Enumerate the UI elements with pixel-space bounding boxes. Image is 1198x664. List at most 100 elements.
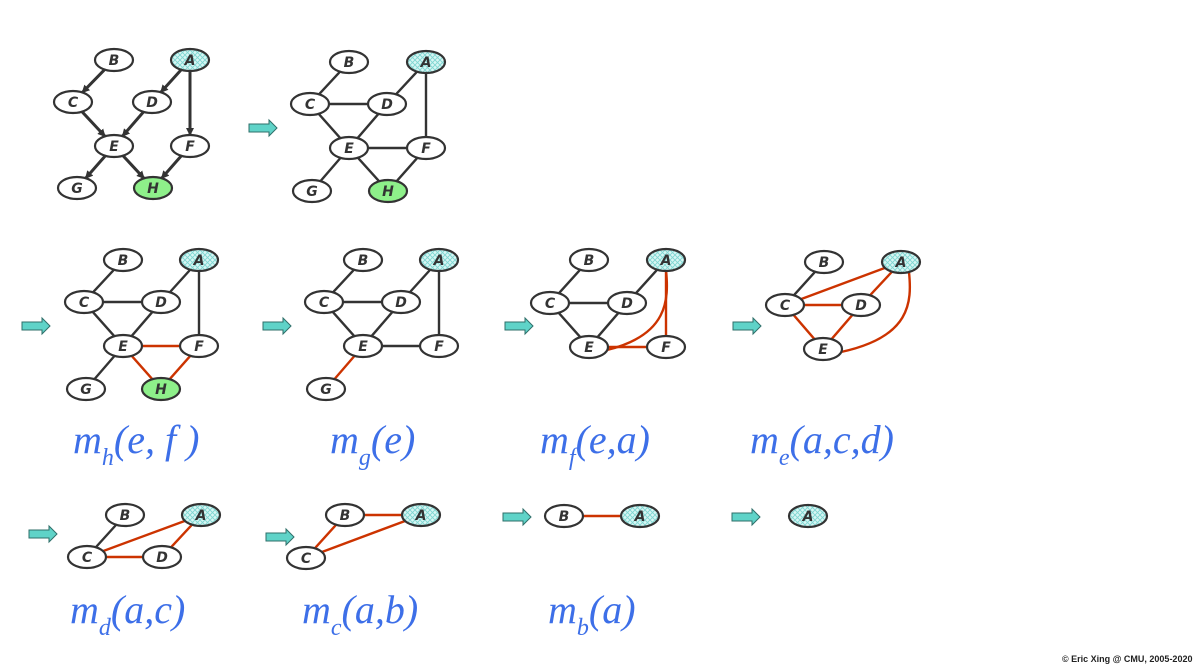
formula-m: m (548, 587, 577, 632)
formula-m: m (540, 417, 569, 462)
step-arrow-icon (265, 527, 295, 547)
formula-subscript: f (568, 445, 576, 471)
node-B: B (568, 247, 610, 273)
edge-D-A (869, 270, 893, 297)
formula-args: (e) (370, 417, 416, 462)
node-A: A (180, 502, 222, 528)
node-F: F (178, 333, 220, 359)
step-arrow-icon (248, 118, 278, 138)
node-ellipse (102, 333, 144, 359)
node-E: E (102, 333, 144, 359)
node-C: C (529, 290, 571, 316)
node-label: D (146, 95, 158, 111)
node-ellipse (305, 376, 347, 402)
step-arrow-icon (731, 507, 761, 527)
node-label: F (434, 339, 444, 355)
formula-m: m (302, 587, 331, 632)
node-label: E (344, 141, 354, 157)
node-H: H (140, 376, 182, 402)
node-label: A (195, 508, 207, 524)
edge-C-A (800, 266, 886, 301)
node-ellipse (380, 289, 422, 315)
edge-C-E (91, 310, 116, 338)
node-A: A (645, 247, 687, 273)
node-B: B (342, 247, 384, 273)
step-arrow-icon (502, 507, 532, 527)
edge-E-G (319, 157, 342, 182)
node-label: F (185, 139, 195, 155)
edge-C-A (102, 519, 186, 553)
formula-subscript: g (358, 445, 371, 471)
node-label: B (344, 55, 355, 71)
edge-D-E (356, 113, 380, 139)
formula-m: m (73, 417, 102, 462)
node-ellipse (291, 178, 333, 204)
node-ellipse (367, 178, 409, 204)
node-ellipse (802, 336, 844, 362)
graph-g8 (313, 513, 406, 554)
formula-m: m (70, 587, 99, 632)
formula-args: (e, f ) (113, 417, 200, 462)
edge-B-C (81, 68, 106, 94)
edge-E-G (333, 355, 356, 380)
message-formula-md: md(a,c) (70, 587, 185, 641)
node-ellipse (102, 247, 144, 273)
edge-E-A (606, 269, 669, 352)
edge-D-E (830, 314, 854, 340)
node-ellipse (400, 502, 442, 528)
node-ellipse (405, 49, 447, 75)
edge-B-C (92, 268, 115, 294)
node-A: A (619, 503, 661, 529)
node-label: A (634, 509, 646, 525)
node-label: C (305, 97, 316, 113)
node-ellipse (180, 502, 222, 528)
graph-g4 (331, 268, 441, 380)
node-label: E (109, 139, 119, 155)
node-label: B (819, 255, 830, 271)
node-F: F (405, 135, 447, 161)
message-formula-me: me(a,c,d) (750, 420, 894, 471)
node-A: A (169, 47, 211, 73)
formula-subscript: d (98, 615, 111, 641)
node-ellipse (764, 292, 806, 318)
formula-args: (a,b) (341, 587, 419, 632)
node-ellipse (141, 544, 183, 570)
message-formula-mf: mf(e,a) (540, 417, 650, 471)
node-ellipse (568, 247, 610, 273)
step-arrow-icon (262, 316, 292, 336)
edge-D-E (370, 311, 394, 337)
node-ellipse (104, 502, 146, 528)
node-label: H (155, 382, 167, 398)
node-ellipse (366, 91, 408, 117)
formula-args: (a) (588, 587, 636, 632)
node-H: H (367, 178, 409, 204)
step-arrow-icon (504, 316, 534, 336)
node-H: H (132, 175, 174, 201)
node-C: C (764, 292, 806, 318)
message-formula-mc: mc(a,b) (302, 587, 419, 641)
node-label: E (584, 340, 594, 356)
message-formula-mg: mg(e) (330, 417, 416, 471)
node-label: C (79, 295, 90, 311)
node-label: F (421, 141, 431, 157)
node-A: A (418, 247, 460, 273)
node-ellipse (619, 503, 661, 529)
node-ellipse (840, 292, 882, 318)
node-ellipse (342, 247, 384, 273)
node-ellipse (606, 290, 648, 316)
node-ellipse (880, 249, 922, 275)
node-label: H (382, 184, 394, 200)
node-label: H (147, 181, 159, 197)
node-A: A (178, 247, 220, 273)
node-label: A (193, 253, 205, 269)
node-E: E (342, 333, 384, 359)
node-F: F (169, 133, 211, 159)
node-C: C (285, 545, 327, 571)
edge-E-G (93, 355, 116, 380)
node-ellipse (65, 376, 107, 402)
node-E: E (568, 334, 610, 360)
node-label: D (621, 296, 633, 312)
node-label: D (381, 97, 393, 113)
node-label: E (818, 342, 828, 358)
edge-E-H (356, 156, 381, 183)
